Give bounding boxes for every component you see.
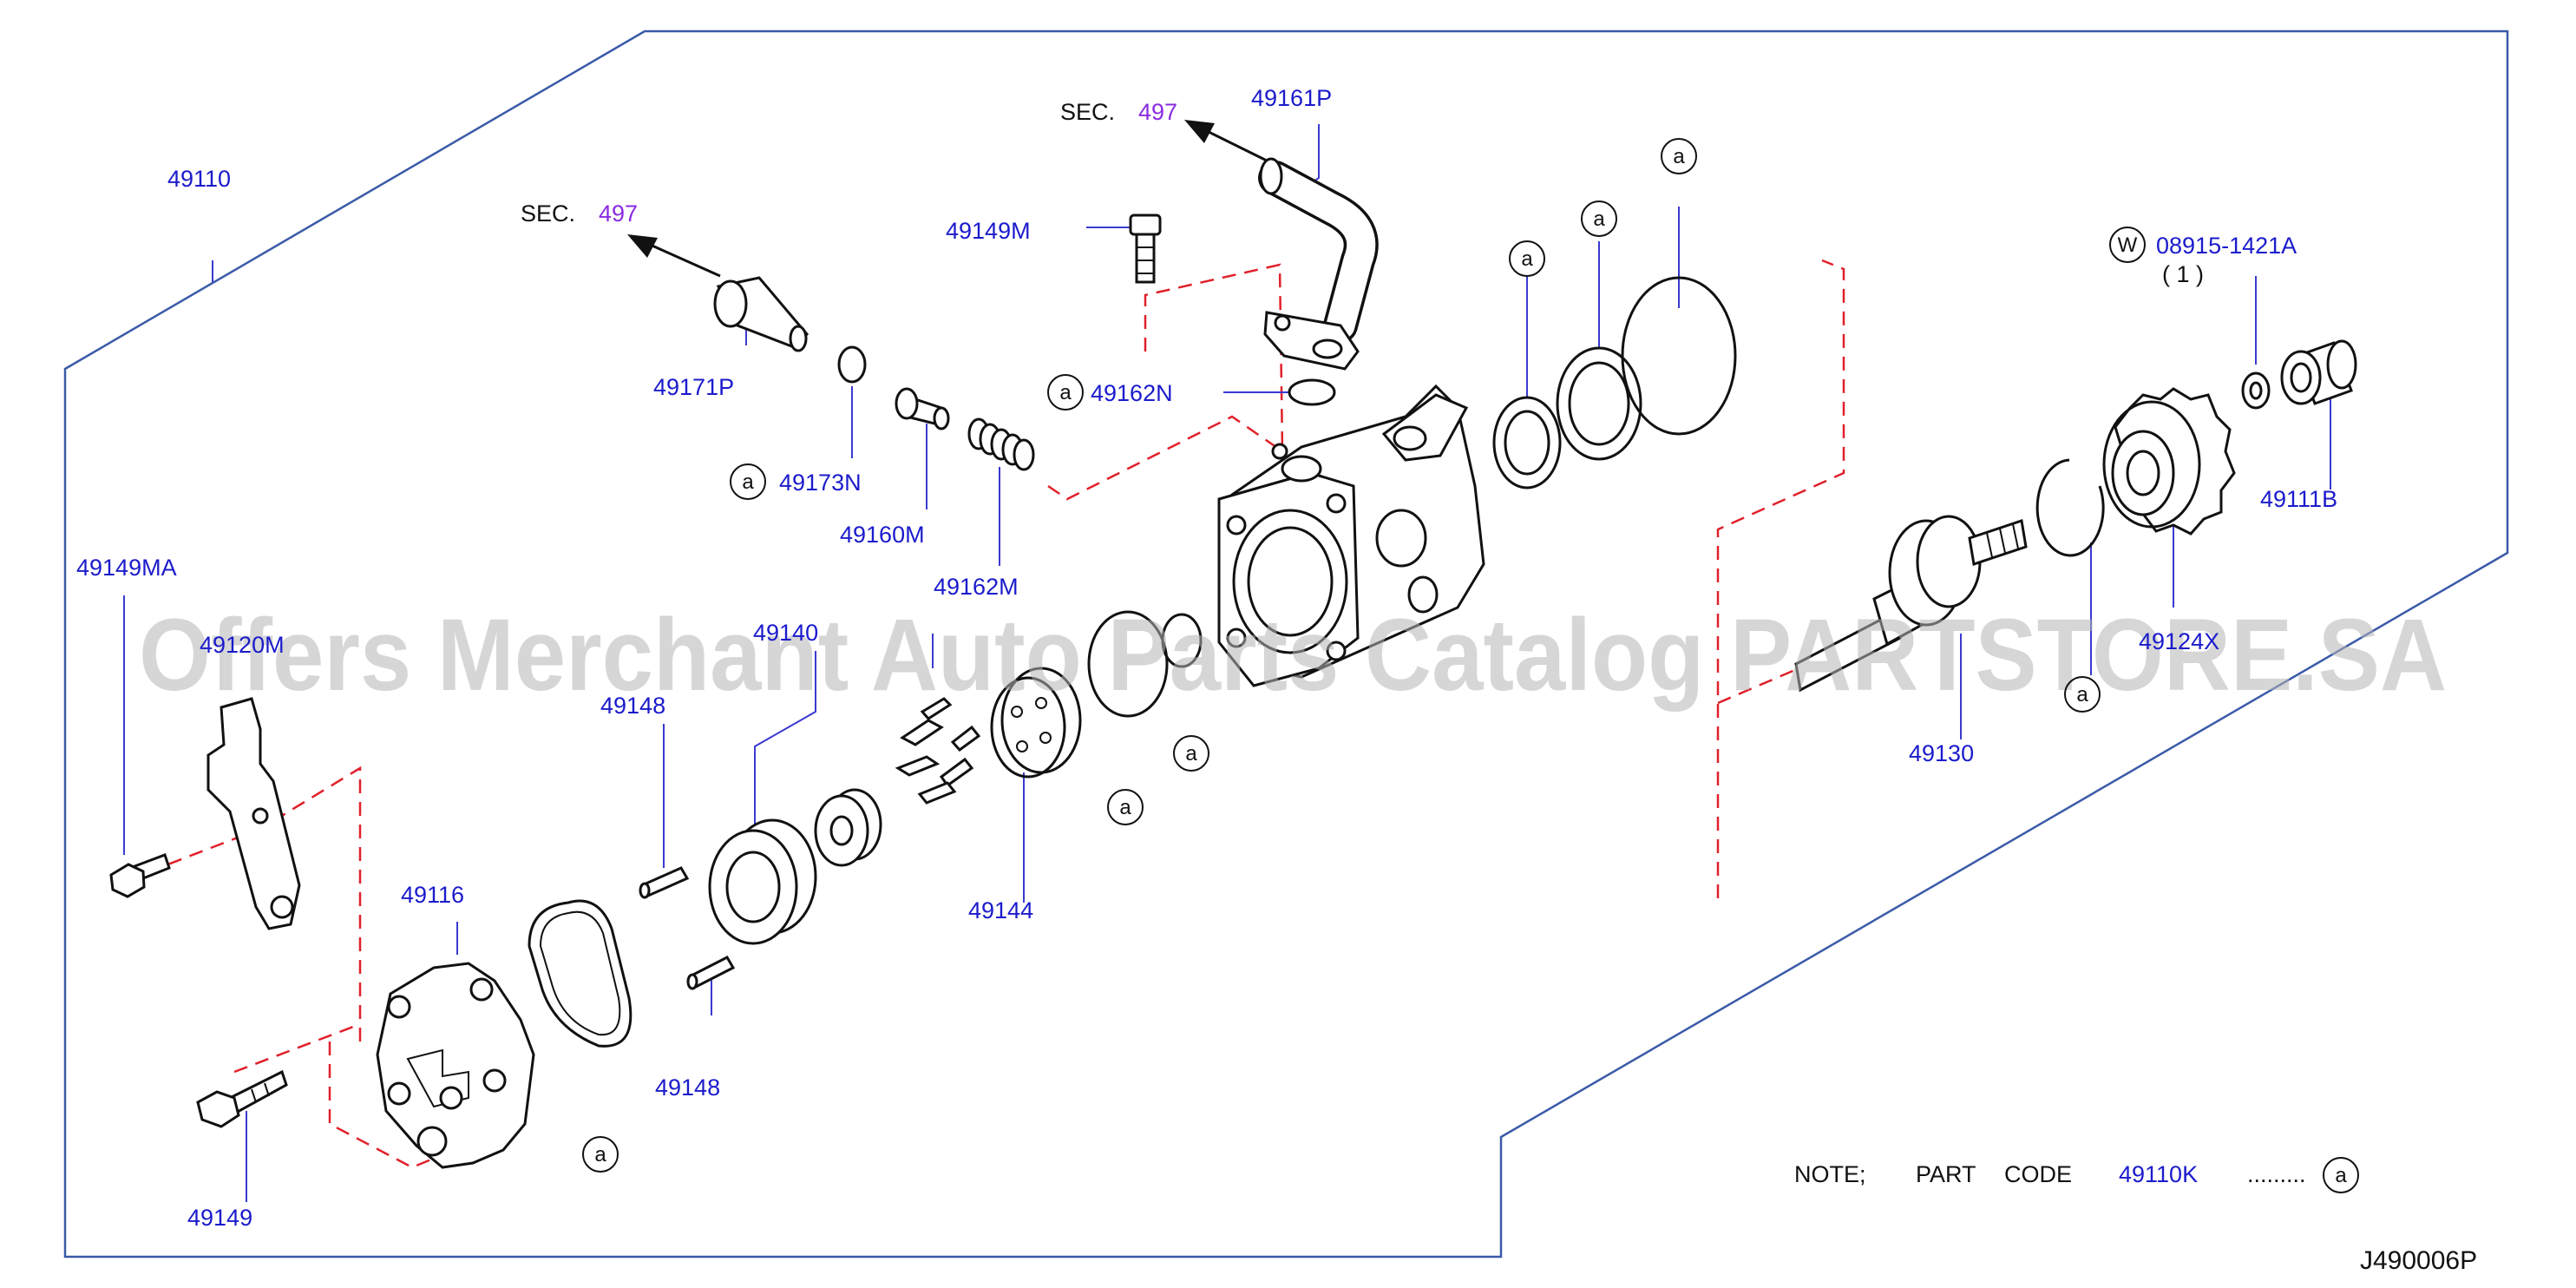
svg-text:a: a	[1673, 145, 1685, 168]
svg-text:a: a	[1593, 207, 1605, 231]
svg-text:a: a	[1119, 796, 1131, 819]
note-dots: .........	[2247, 1161, 2306, 1187]
leader-lines	[123, 124, 2331, 1202]
callout-49130[interactable]: 49130	[1909, 740, 1974, 766]
spring-part	[967, 417, 1035, 471]
oring-mid-large-part	[1087, 610, 1169, 718]
outlet-pipe-part	[1258, 157, 1379, 371]
callout-49116[interactable]: 49116	[401, 882, 464, 908]
note-code-value[interactable]: 49110K	[2119, 1161, 2198, 1187]
callout-49148-upper[interactable]: 49148	[600, 693, 665, 719]
circle-a-oring-large: a	[1661, 138, 1697, 174]
callout-49149ma[interactable]: 49149MA	[76, 555, 177, 581]
pulley-nut-part	[2280, 339, 2357, 405]
rear-cover-part	[376, 962, 535, 1169]
callout-49162n[interactable]: 49162N	[1091, 380, 1173, 406]
oring-mid-small-part	[1161, 613, 1203, 668]
symbol-a-49173n: a	[742, 470, 754, 494]
cover-bolt-part	[196, 1069, 288, 1128]
washer-part	[2241, 371, 2271, 410]
callout-49124x[interactable]: 49124X	[2139, 628, 2219, 654]
pin-upper-part	[639, 866, 690, 899]
arrow-sec-left	[627, 234, 721, 278]
callout-08915-1421a[interactable]: 08915-1421A	[2156, 233, 2297, 259]
circle-a-49173n	[730, 463, 766, 500]
bolt-top-part	[1129, 214, 1162, 284]
diagram-code: J490006P	[2360, 1246, 2477, 1275]
bracket-bolt-part	[109, 853, 171, 898]
bracket-part	[206, 697, 301, 930]
pump-body-part	[1217, 384, 1485, 687]
sec-prefix-left: SEC.	[521, 200, 575, 227]
sec-number-left[interactable]: 497	[599, 200, 638, 227]
arrow-sec-top	[1184, 120, 1276, 167]
circle-a-oring-mid: a	[1107, 789, 1144, 825]
circle-a-49162n	[1047, 374, 1084, 411]
note-circle-a	[2323, 1157, 2359, 1193]
pin-lower-part	[686, 956, 736, 990]
note-code-label: CODE	[2004, 1161, 2072, 1187]
circle-a-gasket: a	[582, 1136, 619, 1173]
svg-text:a: a	[594, 1143, 606, 1166]
sec-prefix-top: SEC.	[1060, 99, 1115, 125]
callout-49148-lower[interactable]: 49148	[655, 1074, 720, 1101]
callout-49173n[interactable]: 49173N	[779, 470, 862, 496]
gear-part	[2102, 387, 2236, 536]
washer-quantity: ( 1 )	[2162, 261, 2204, 287]
gasket-part	[528, 899, 633, 1048]
callout-49171p[interactable]: 49171P	[653, 374, 734, 400]
watermark-text: Offers Merchant Auto Parts Catalog PARTS…	[139, 598, 2447, 713]
callout-49140[interactable]: 49140	[753, 620, 818, 646]
seal-small-part	[1492, 396, 1562, 490]
svg-text:a: a	[1185, 742, 1197, 766]
rotor-part	[814, 788, 882, 867]
note-part-label: PART	[1916, 1161, 1976, 1187]
callout-49120m[interactable]: 49120M	[200, 632, 285, 658]
snap-ring-part	[2035, 458, 2105, 557]
sec-number-top[interactable]: 497	[1138, 99, 1177, 125]
note-symbol-a: a	[2335, 1164, 2347, 1187]
assembly-frame	[63, 30, 2509, 1258]
callout-49111b[interactable]: 49111B	[2260, 486, 2337, 512]
circle-w-washer	[2109, 227, 2146, 263]
callout-49110[interactable]: 49110	[167, 166, 231, 192]
circle-a-oring-small: a	[1173, 735, 1209, 772]
vanes-part	[895, 697, 981, 805]
oring-49173n-part	[837, 345, 867, 384]
svg-text:a: a	[2076, 683, 2088, 706]
callout-49144[interactable]: 49144	[968, 897, 1033, 923]
callout-49160m[interactable]: 49160M	[840, 522, 925, 548]
circle-a-seal-large: a	[1581, 200, 1617, 237]
shaft-part	[1794, 515, 2028, 693]
oring-49162n-part	[1288, 378, 1336, 406]
plate-part	[990, 667, 1082, 779]
callout-49149[interactable]: 49149	[187, 1205, 252, 1231]
circle-a-seal-small: a	[1509, 240, 1545, 277]
callout-49162m[interactable]: 49162M	[934, 574, 1019, 600]
seal-large-part	[1556, 346, 1642, 461]
circle-a-snap-ring: a	[2064, 676, 2101, 713]
cam-ring-part	[708, 818, 817, 945]
svg-text:a: a	[1521, 247, 1533, 271]
callout-49149m[interactable]: 49149M	[946, 218, 1031, 244]
note-label: NOTE;	[1794, 1161, 1866, 1187]
symbol-w-washer: W	[2118, 233, 2138, 257]
large-oring-part	[1621, 276, 1737, 436]
callout-49161p[interactable]: 49161P	[1251, 85, 1332, 111]
symbol-a-49162n: a	[1059, 381, 1072, 404]
union-bolt-part	[713, 276, 810, 352]
valve-part	[895, 387, 950, 430]
